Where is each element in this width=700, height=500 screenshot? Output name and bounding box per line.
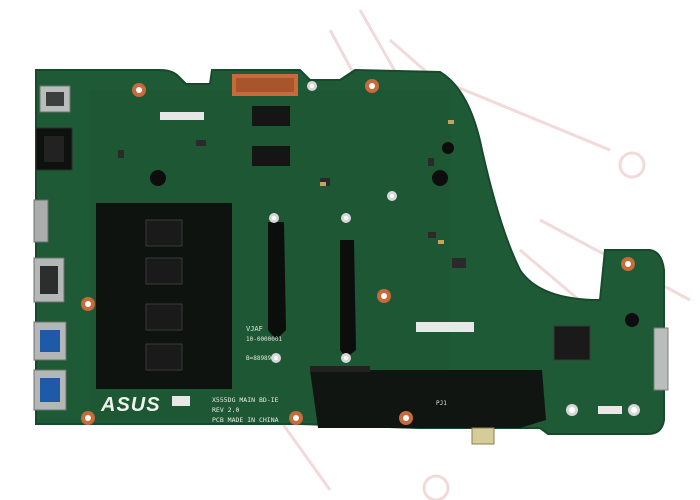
silkscreen-label-c: B=88989 [246, 355, 272, 362]
capacitor-3 [625, 313, 639, 327]
memory-chip-1 [145, 219, 183, 247]
memory-chip-2 [145, 257, 183, 285]
asus-logo: ASUS [101, 394, 173, 416]
bottom-header [471, 427, 495, 445]
memory-chip-4 [145, 343, 183, 371]
silkscreen-label-d: PJ1 [436, 400, 447, 407]
chipset [553, 325, 591, 361]
asus-logo-text: ASUS [101, 394, 161, 416]
mounting-holes [81, 79, 640, 425]
memory-chip-3 [145, 303, 183, 331]
vga-port [33, 199, 49, 243]
tape-strip-2 [340, 240, 356, 358]
silkscreen-model: X555DG MAIN BD-IE [212, 396, 279, 404]
silkscreen-label-a: VJAF [246, 325, 263, 333]
flash-chip-1 [252, 106, 290, 126]
bottom-shield [310, 370, 546, 428]
silkscreen-revision: REV 2.0 [212, 406, 240, 414]
capacitor-1 [150, 170, 166, 186]
flash-chip-2 [252, 146, 290, 166]
sata-connector [653, 327, 669, 391]
silkscreen-origin: PCB MADE IN CHINA [212, 416, 279, 424]
silkscreen-label-b: 10-0000001 [246, 336, 283, 343]
capacitor-2 [432, 170, 448, 186]
tape-strip-1 [268, 222, 286, 340]
